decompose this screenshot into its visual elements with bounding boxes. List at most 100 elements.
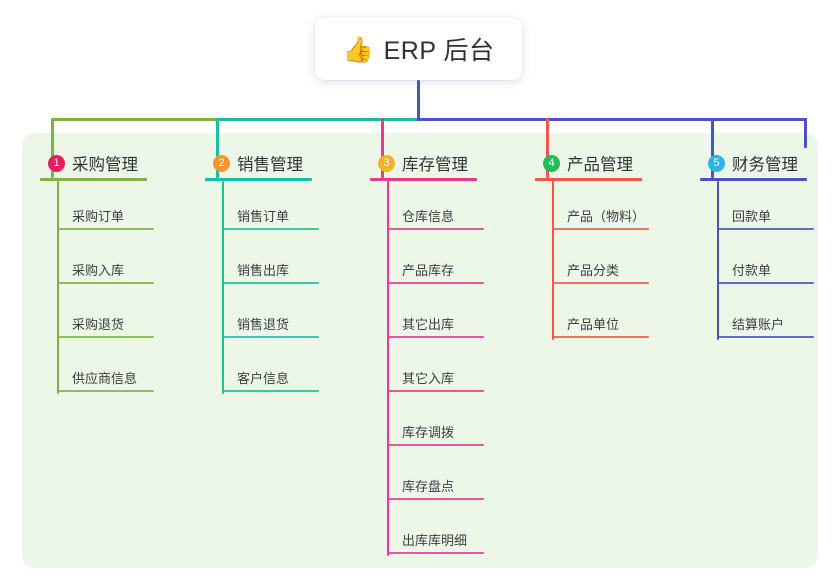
leaf-rule: [223, 282, 319, 284]
column-spine-5: [717, 181, 719, 340]
bus-right-endcap: [804, 118, 807, 148]
leaf-item[interactable]: 产品（物料）: [553, 206, 649, 230]
bus-segment-indigo: [418, 118, 807, 121]
leaf-rule: [388, 444, 484, 446]
leaf-rule: [58, 228, 154, 230]
leaf-label: 产品库存: [402, 263, 455, 278]
leaf-label: 采购入库: [72, 263, 125, 278]
category-4[interactable]: 4 产品管理: [535, 150, 633, 176]
leaf-rule: [388, 228, 484, 230]
drop-line-2: [216, 118, 219, 178]
leaf-item[interactable]: 库存调拨: [388, 422, 484, 446]
leaf-item[interactable]: 付款单: [718, 260, 814, 284]
drop-line-4: [546, 118, 549, 178]
bus-segment-teal: [217, 118, 418, 121]
category-2[interactable]: 2 销售管理: [205, 150, 303, 176]
leaf-label: 销售订单: [237, 209, 290, 224]
drop-line-3: [381, 118, 384, 178]
leaf-label: 其它出库: [402, 317, 455, 332]
leaf-label: 产品分类: [567, 263, 620, 278]
leaf-item[interactable]: 仓库信息: [388, 206, 484, 230]
category-rule-3: [370, 178, 477, 181]
column-spine-3: [387, 181, 389, 556]
leaf-item[interactable]: 供应商信息: [58, 368, 154, 392]
leaf-rule: [223, 390, 319, 392]
category-5[interactable]: 5 财务管理: [700, 150, 798, 176]
leaf-label: 销售出库: [237, 263, 290, 278]
leaf-label: 库存盘点: [402, 479, 455, 494]
category-label-5: 财务管理: [732, 156, 798, 174]
leaf-label: 产品单位: [567, 317, 620, 332]
leaf-rule: [718, 282, 814, 284]
leaf-rule: [223, 228, 319, 230]
leaf-item[interactable]: 其它入库: [388, 368, 484, 392]
leaf-rule: [388, 336, 484, 338]
drop-line-1: [51, 118, 54, 178]
thumbs-up-icon: 👍: [342, 34, 374, 64]
bus-segment-green: [52, 118, 217, 121]
leaf-rule: [58, 282, 154, 284]
leaf-label: 产品（物料）: [567, 209, 646, 224]
root-stem: [417, 80, 420, 121]
leaf-item[interactable]: 采购入库: [58, 260, 154, 284]
category-badge-3: 3: [378, 154, 395, 172]
root-node[interactable]: 👍 ERP 后台: [315, 18, 522, 80]
category-badge-5: 5: [708, 154, 725, 172]
leaf-label: 采购退货: [72, 317, 125, 332]
column-spine-2: [222, 181, 224, 394]
leaf-item[interactable]: 销售出库: [223, 260, 319, 284]
leaf-label: 其它入库: [402, 371, 455, 386]
leaf-rule: [388, 552, 484, 554]
leaf-item[interactable]: 销售退货: [223, 314, 319, 338]
leaf-label: 出库库明细: [402, 533, 468, 548]
leaf-label: 客户信息: [237, 371, 290, 386]
leaf-item[interactable]: 产品分类: [553, 260, 649, 284]
leaf-rule: [58, 390, 154, 392]
leaf-rule: [388, 282, 484, 284]
leaf-rule: [718, 336, 814, 338]
leaf-rule: [388, 498, 484, 500]
leaf-label: 仓库信息: [402, 209, 455, 224]
leaf-item[interactable]: 客户信息: [223, 368, 319, 392]
leaf-item[interactable]: 销售订单: [223, 206, 319, 230]
leaf-rule: [223, 336, 319, 338]
leaf-item[interactable]: 产品单位: [553, 314, 649, 338]
drop-line-5: [711, 118, 714, 178]
category-label-3: 库存管理: [402, 156, 468, 174]
leaf-rule: [553, 282, 649, 284]
column-spine-4: [552, 181, 554, 340]
leaf-item[interactable]: 采购退货: [58, 314, 154, 338]
category-rule-2: [205, 178, 312, 181]
category-rule-5: [700, 178, 807, 181]
leaf-item[interactable]: 其它出库: [388, 314, 484, 338]
leaf-label: 销售退货: [237, 317, 290, 332]
category-badge-4: 4: [543, 154, 560, 172]
category-label-1: 采购管理: [72, 156, 138, 174]
root-title: ERP 后台: [383, 37, 495, 65]
leaf-item[interactable]: 采购订单: [58, 206, 154, 230]
leaf-rule: [388, 390, 484, 392]
leaf-item[interactable]: 产品库存: [388, 260, 484, 284]
leaf-item[interactable]: 出库库明细: [388, 530, 484, 554]
category-rule-1: [40, 178, 147, 181]
leaf-rule: [58, 336, 154, 338]
leaf-item[interactable]: 结算账户: [718, 314, 814, 338]
category-label-4: 产品管理: [567, 156, 633, 174]
category-label-2: 销售管理: [237, 156, 303, 174]
diagram-panel: [22, 133, 818, 568]
leaf-label: 回款单: [732, 209, 772, 224]
leaf-rule: [553, 336, 649, 338]
leaf-label: 库存调拨: [402, 425, 455, 440]
leaf-label: 采购订单: [72, 209, 125, 224]
leaf-label: 结算账户: [732, 317, 785, 332]
leaf-item[interactable]: 回款单: [718, 206, 814, 230]
leaf-label: 供应商信息: [72, 371, 138, 386]
leaf-item[interactable]: 库存盘点: [388, 476, 484, 500]
column-spine-1: [57, 181, 59, 394]
leaf-label: 付款单: [732, 263, 772, 278]
category-badge-2: 2: [213, 154, 230, 172]
category-3[interactable]: 3 库存管理: [370, 150, 468, 176]
leaf-rule: [553, 228, 649, 230]
